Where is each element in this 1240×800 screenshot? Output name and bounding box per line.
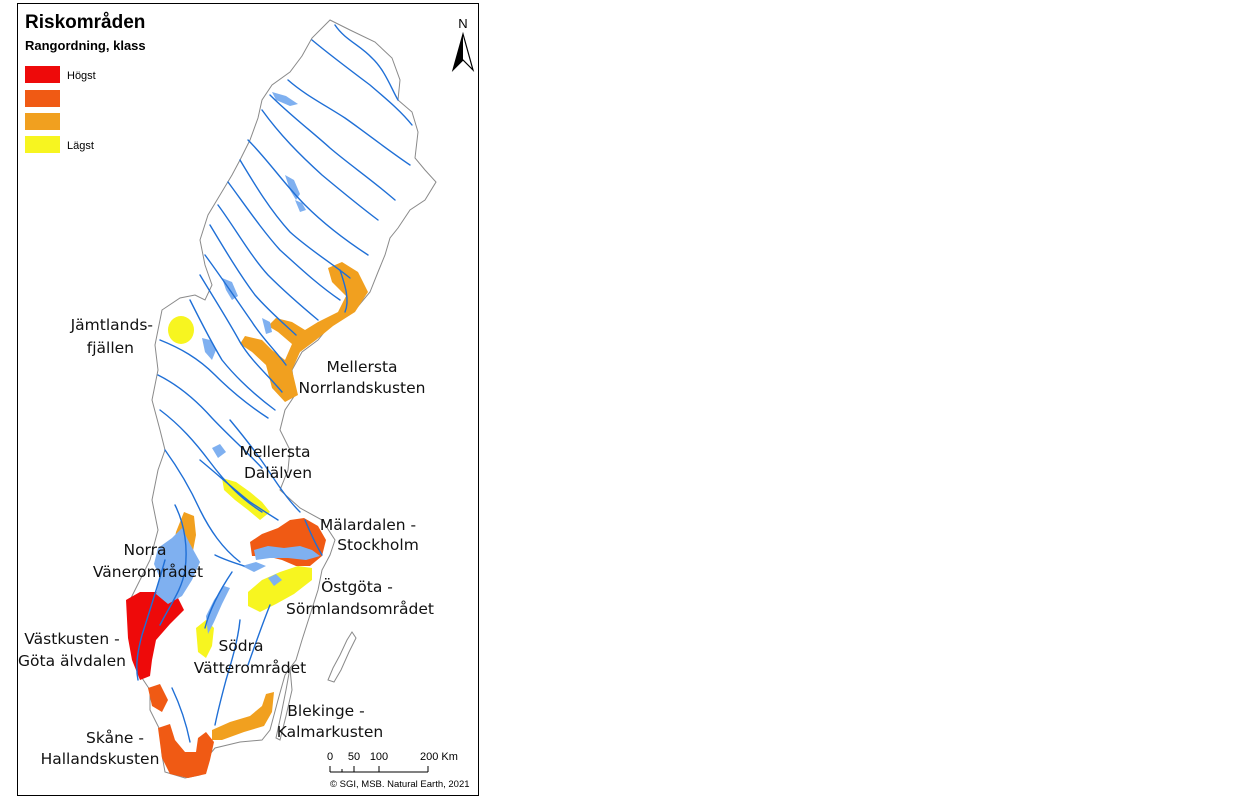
label-mellersta-dalalven-2: Dalälven bbox=[244, 464, 312, 482]
legend-swatch-2 bbox=[25, 90, 60, 107]
label-blekinge-2: Kalmarkusten bbox=[277, 723, 384, 741]
label-sodra-vatter-1: Södra bbox=[218, 637, 263, 655]
legend-swatch-4 bbox=[25, 136, 60, 153]
lake-vattern bbox=[206, 586, 230, 634]
rivers bbox=[136, 24, 413, 743]
label-sodra-vatter-2: Vätterområdet bbox=[194, 659, 307, 677]
risk-area-jamtland bbox=[168, 316, 194, 344]
legend-swatch-1 bbox=[25, 66, 60, 83]
label-blekinge-1: Blekinge - bbox=[287, 702, 364, 720]
label-skane-2: Hallandskusten bbox=[41, 750, 160, 768]
label-malardalen-2: Stockholm bbox=[337, 536, 419, 554]
scale-tick-50: 50 bbox=[348, 751, 360, 763]
map-subtitle: Rangordning, klass bbox=[25, 38, 146, 53]
label-jamtland-1: Jämtlands- bbox=[70, 316, 153, 334]
risk-area-vastkusten bbox=[126, 592, 184, 680]
label-vastkusten-2: Göta älvdalen bbox=[18, 652, 126, 670]
risk-area-skane bbox=[148, 684, 214, 778]
risk-area-ostgota bbox=[248, 566, 312, 612]
credit: © SGI, MSB. Natural Earth, 2021 bbox=[330, 779, 470, 790]
legend-label-4: Lägst bbox=[67, 140, 94, 152]
lake-north-2 bbox=[285, 175, 300, 200]
risk-area-mellersta-norrland bbox=[240, 262, 368, 402]
risk-area-blekinge bbox=[212, 692, 274, 740]
lake-siljan bbox=[212, 444, 226, 458]
label-ostgota-2: Sörmlandsområdet bbox=[286, 600, 434, 618]
lake-east bbox=[268, 574, 282, 586]
lakes bbox=[154, 92, 320, 634]
sweden-outline bbox=[127, 19, 437, 779]
label-mellersta-dalalven-1: Mellersta bbox=[239, 443, 310, 461]
lake-north-5 bbox=[262, 318, 272, 334]
label-norra-vaner-2: Vänerområdet bbox=[93, 563, 203, 581]
label-vastkusten-1: Västkusten - bbox=[24, 630, 119, 648]
lake-north-1 bbox=[272, 92, 298, 106]
label-skane-1: Skåne - bbox=[86, 729, 144, 747]
label-norra-vaner-1: Norra bbox=[123, 541, 166, 559]
lake-north-3 bbox=[295, 200, 306, 212]
scale-tick-100: 100 bbox=[370, 751, 388, 763]
lake-malaren bbox=[254, 546, 320, 560]
scale-tick-0: 0 bbox=[327, 751, 333, 763]
label-mellersta-norrland-2: Norrlandskusten bbox=[299, 379, 426, 397]
map-title: Riskområden bbox=[25, 12, 145, 33]
region-labels: Jämtlands- fjällen Mellersta Norrlandsku… bbox=[18, 316, 434, 768]
label-malardalen-1: Mälardalen - bbox=[320, 516, 416, 534]
label-jamtland-2: fjällen bbox=[87, 339, 134, 357]
legend: Högst Lägst bbox=[25, 66, 96, 153]
label-ostgota-1: Östgöta - bbox=[321, 577, 393, 596]
scale-bar: 0 50 100 200 Km bbox=[327, 751, 458, 773]
lake-storsjon bbox=[202, 338, 216, 360]
scale-tick-200: 200 Km bbox=[420, 751, 458, 763]
lake-hjalmaren bbox=[242, 562, 266, 572]
oland bbox=[275, 667, 293, 741]
legend-label-1: Högst bbox=[67, 70, 96, 82]
north-arrow: N bbox=[451, 16, 475, 73]
legend-swatch-3 bbox=[25, 113, 60, 130]
north-arrow-label: N bbox=[458, 16, 467, 31]
lake-vanern bbox=[154, 528, 200, 604]
gotland bbox=[327, 631, 357, 683]
label-mellersta-norrland-1: Mellersta bbox=[326, 358, 397, 376]
